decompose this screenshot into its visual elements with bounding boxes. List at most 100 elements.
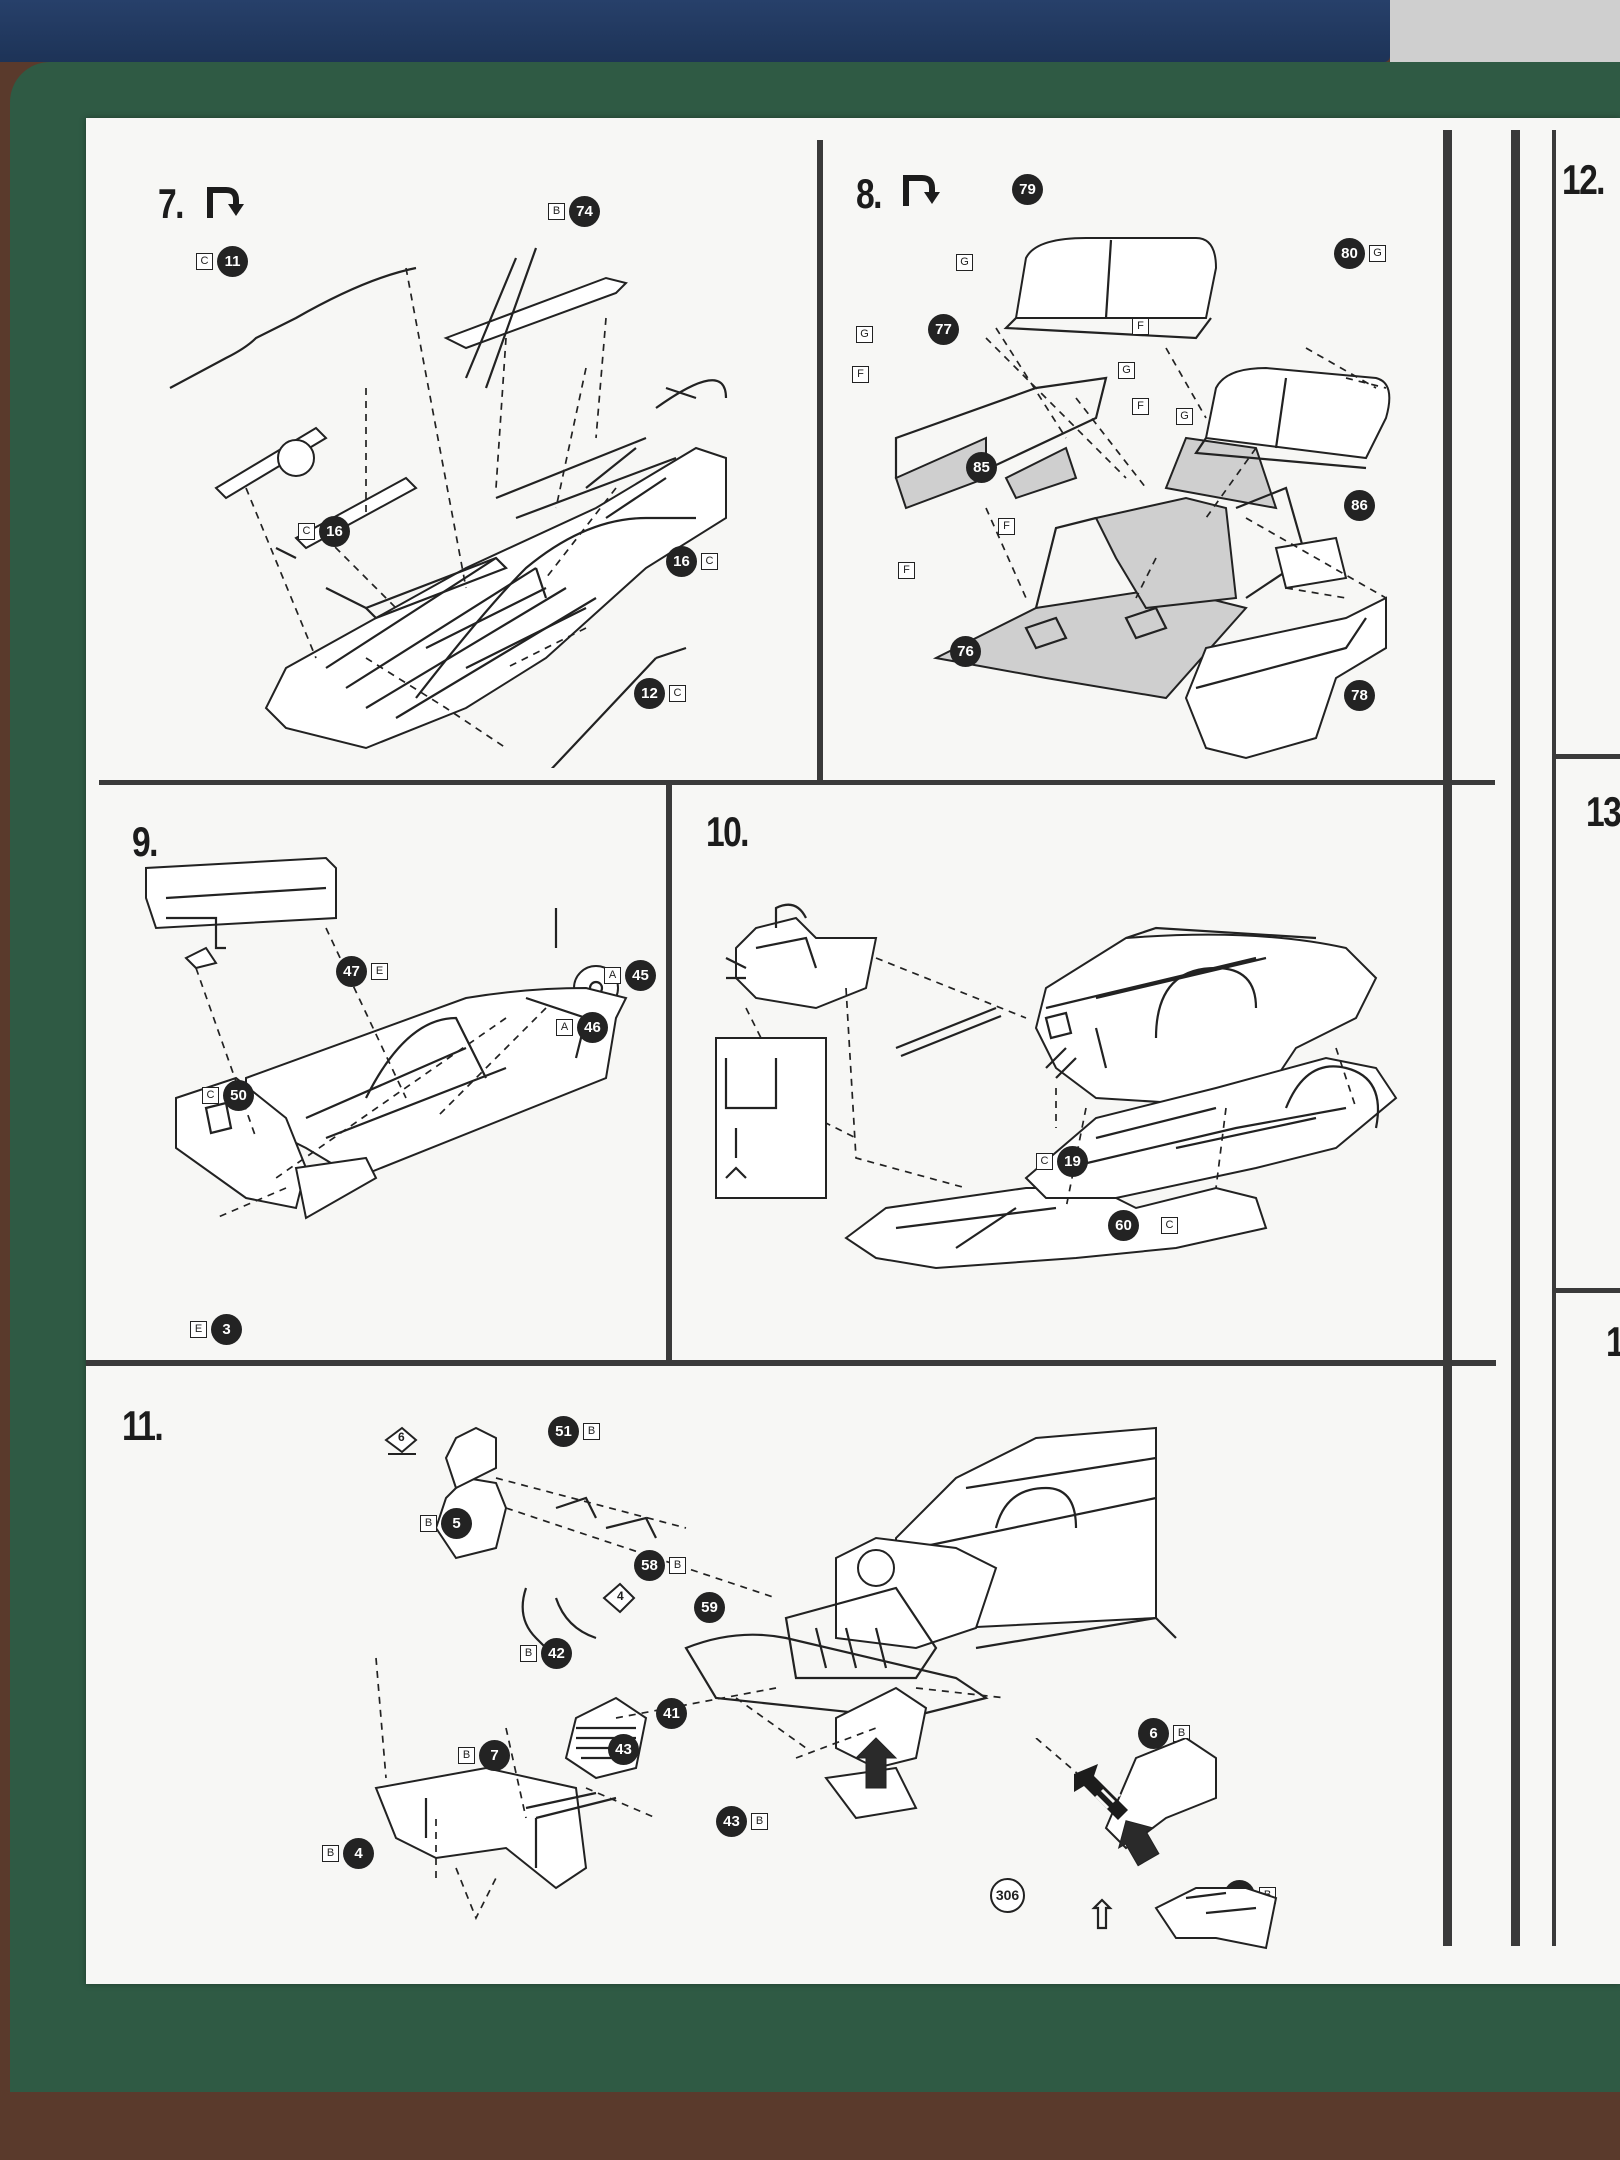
- step-8-number: 8.: [856, 170, 882, 217]
- callout-11-306: 306: [990, 1878, 1025, 1913]
- screw-number-badge: 306: [990, 1878, 1025, 1913]
- callout-9-45: A 45: [604, 960, 656, 991]
- diamond-marker-6: [384, 1426, 418, 1455]
- step-9-number: 9.: [132, 818, 158, 865]
- callout-11-7: B 7: [458, 1740, 510, 1771]
- step-7-number: 7.: [158, 180, 184, 227]
- sprue-letter-box: E: [190, 1321, 207, 1338]
- right-frame-bar-b: [1511, 130, 1520, 1946]
- step-12-number: 12.: [1562, 156, 1606, 203]
- callout-7-16-left: C 16: [298, 516, 350, 547]
- callout-9-50: C 50: [202, 1080, 254, 1111]
- part-number-badge: 51: [548, 1416, 579, 1447]
- step12-left-bar: [1552, 130, 1556, 1946]
- rotate-arrow-icon: [207, 187, 244, 218]
- callout-7-12: C 12: [634, 678, 686, 709]
- sprue-letter-box: F: [852, 366, 869, 383]
- callout-9-46: A 46: [556, 1012, 608, 1043]
- part-number-badge: 42: [541, 1638, 572, 1669]
- sprue-letter-box: B: [751, 1813, 768, 1830]
- diamond-label-4: 4: [617, 1589, 624, 1603]
- part-number-badge: 74: [569, 196, 600, 227]
- part-number-badge: 77: [928, 314, 959, 345]
- step-7-chassis-diagram: [169, 247, 728, 768]
- instruction-sheet: 7. C 11 B 74 C 16 C 16 C 12: [86, 118, 1620, 1984]
- callout-8-78: 78: [1344, 680, 1375, 711]
- callout-8-79: 79: [1012, 174, 1043, 205]
- part-number-badge: 58: [634, 1550, 665, 1581]
- sprue-letter-box: B: [583, 1423, 600, 1440]
- callout-11-58: 58 B: [634, 1550, 686, 1581]
- diamond-label-6: 6: [398, 1430, 405, 1444]
- blue-cutting-board: [0, 0, 1390, 62]
- right-frame-bar-a: [1443, 130, 1452, 1946]
- sprue-letter-box: G: [1118, 362, 1135, 379]
- part-number-badge: 80: [1334, 238, 1365, 269]
- part-number-badge: 7: [479, 1740, 510, 1771]
- part-number-badge: 16: [319, 516, 350, 547]
- table-surface: [1390, 0, 1620, 62]
- divider-row1: [99, 780, 1495, 785]
- callout-7-74: B 74: [548, 196, 600, 227]
- sprue-letter-box: F: [1132, 398, 1149, 415]
- sprue-letter-box: G: [1176, 408, 1193, 425]
- part-number-badge: 85: [966, 452, 997, 483]
- push-arrow-icon: [1074, 1764, 1128, 1820]
- callout-11-42: B 42: [520, 1638, 572, 1669]
- sprue-letter-box: B: [322, 1845, 339, 1862]
- part-number-badge: 46: [577, 1012, 608, 1043]
- step-13-number: 13: [1586, 788, 1620, 835]
- sprue-letter-box: G: [1369, 245, 1386, 262]
- sprue-letter-box: B: [548, 203, 565, 220]
- callout-11-51: 51 B: [548, 1416, 600, 1447]
- step-9-dashboard-diagram: [145, 856, 628, 1220]
- rotate-arrow-icon: [903, 175, 940, 206]
- callout-7-11: C 11: [196, 246, 248, 277]
- sprue-letter-box: C: [1036, 1153, 1053, 1170]
- divider-13-14: [1554, 1288, 1620, 1293]
- part-number-badge: 47: [336, 956, 367, 987]
- step-11-front-assembly-diagram: [374, 1426, 1177, 1921]
- divider-7-8: [817, 140, 823, 780]
- part-number-badge: 19: [1057, 1146, 1088, 1177]
- callout-10-60: 60 C: [1108, 1210, 1178, 1241]
- divider-12-13: [1554, 754, 1620, 759]
- part-number-badge: 50: [223, 1080, 254, 1111]
- part-number-badge: 43: [716, 1806, 747, 1837]
- sprue-letter-box: C: [1161, 1217, 1178, 1234]
- part-number-badge: 45: [625, 960, 656, 991]
- part-number-badge: 16: [666, 546, 697, 577]
- part-number-badge: 41: [656, 1698, 687, 1729]
- callout-8-86: 86: [1344, 490, 1375, 521]
- sprue-letter-box: B: [669, 1557, 686, 1574]
- callout-11-41: 41: [656, 1698, 687, 1729]
- part-number-badge: 6: [1138, 1718, 1169, 1749]
- sprue-letter-box: C: [196, 253, 213, 270]
- callout-11-59: 59: [694, 1592, 725, 1623]
- step-10-number: 10.: [706, 808, 750, 855]
- callout-9-47: 47 E: [336, 956, 388, 987]
- callout-8-77: 77: [928, 314, 959, 345]
- part-number-badge: 5: [441, 1508, 472, 1539]
- sprue-letter-box: G: [956, 254, 973, 271]
- callout-8-85: 85: [966, 452, 997, 483]
- part-number-badge: 59: [694, 1592, 725, 1623]
- part-number-badge: 43: [608, 1734, 639, 1765]
- sprue-letter-box: F: [898, 562, 915, 579]
- sprue-letter-box: E: [371, 963, 388, 980]
- callout-11-5: B 5: [420, 1508, 472, 1539]
- step-10-engine-chassis-diagram: [715, 903, 1398, 1270]
- part-number-badge: 79: [1012, 174, 1043, 205]
- part-number-badge: 11: [217, 246, 248, 277]
- step-11-fender-detail: [1035, 1738, 1278, 1950]
- part-number-badge: 78: [1344, 680, 1375, 711]
- sprue-letter-box: C: [298, 523, 315, 540]
- step-14-number: 1: [1606, 1318, 1620, 1366]
- sprue-letter-box: G: [856, 326, 873, 343]
- callout-8-80: G 80: [1334, 238, 1386, 269]
- part-number-badge: 3: [211, 1314, 242, 1345]
- sprue-letter-box: F: [998, 518, 1015, 535]
- sprue-letter-box: B: [520, 1645, 537, 1662]
- sprue-letter-box: B: [458, 1747, 475, 1764]
- part-number-badge: 12: [634, 678, 665, 709]
